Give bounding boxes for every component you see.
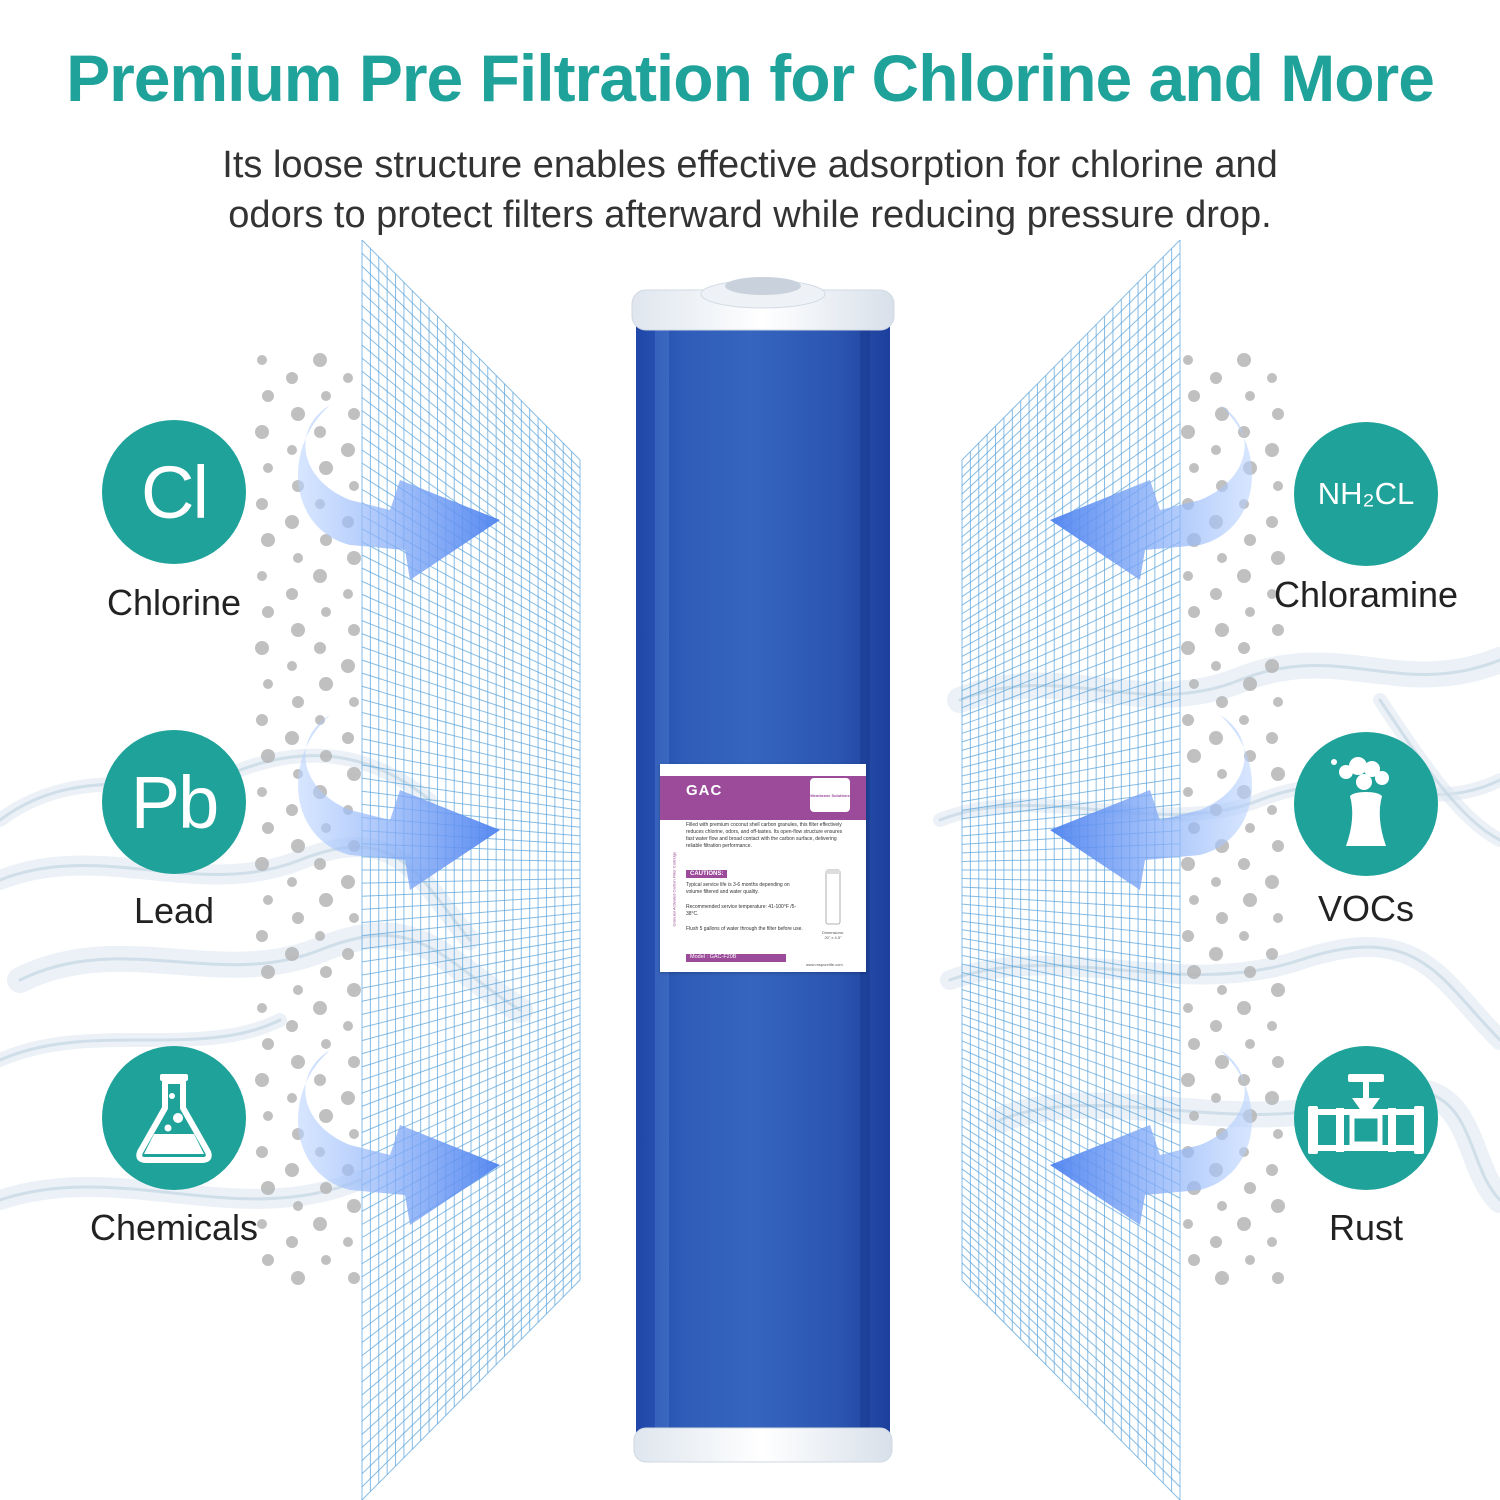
label-website: www.mspurelife.com <box>806 962 843 967</box>
subheadline-line-2: odors to protect filters afterward while… <box>228 194 1272 236</box>
label-dimensions-title: Dimensions: <box>821 930 844 935</box>
flow-arrows <box>297 405 1253 1225</box>
factory-smoke-icon <box>1328 756 1404 852</box>
badge-vocs <box>1294 732 1438 876</box>
label-caution-1: Typical service life is 3-6 months depen… <box>686 882 790 895</box>
badge-lead: Pb <box>102 730 246 874</box>
badge-chemicals-label: Chemicals <box>89 1207 259 1248</box>
filter-mesh-right <box>961 239 1181 1500</box>
label-caution-3: Flush 5 gallons of water through the fil… <box>686 926 803 932</box>
label-dimensions: Dimensions: 20" x 4.5" <box>816 930 850 940</box>
badge-chlorine: Cl <box>102 420 246 564</box>
cartridge-bottom-cap <box>633 1427 893 1463</box>
brand-logo-text: Membrane Solutions <box>810 793 850 798</box>
badge-chemicals <box>102 1046 246 1190</box>
label-dimensions-value: 20" x 4.5" <box>824 935 842 940</box>
filter-mesh-left <box>361 239 581 1500</box>
particle-dots-left <box>255 353 361 1285</box>
label-description: Filled with premium coconut shell carbon… <box>686 822 843 849</box>
cartridge-thumbnail-icon <box>825 869 841 925</box>
badge-lead-symbol: Pb <box>130 760 220 844</box>
subheadline-line-1: Its loose structure enables effective ad… <box>222 144 1278 186</box>
pipe-valve-icon <box>1306 1072 1426 1164</box>
label-model-bar <box>686 954 786 962</box>
badge-vocs-label: VOCs <box>1317 888 1414 929</box>
badge-rust <box>1294 1046 1438 1190</box>
label-caution-title: CAUTIONS: <box>686 870 728 878</box>
cartridge-product-label: GAC Membrane Solutions Granular Activate… <box>660 764 866 972</box>
label-model: Model : GAC-F20B <box>690 954 737 960</box>
badge-lead-label: Lead <box>133 890 215 931</box>
flask-icon <box>132 1072 216 1164</box>
badge-chloramine: NH₂CL <box>1294 422 1438 566</box>
badge-rust-label: Rust <box>1328 1207 1404 1248</box>
subheadline: Its loose structure enables effective ad… <box>150 140 1350 240</box>
headline: Premium Pre Filtration for Chlorine and … <box>66 41 1435 115</box>
label-caution-2: Recommended service temperature: 41-100°… <box>686 904 797 917</box>
label-title: GAC <box>686 782 723 799</box>
brand-logo <box>810 778 850 812</box>
badge-chlorine-label: Chlorine <box>106 582 242 623</box>
badge-chlorine-symbol: Cl <box>141 450 209 534</box>
badge-chloramine-symbol: NH₂CL <box>1317 476 1415 511</box>
badge-chloramine-label: Chloramine <box>1273 574 1459 615</box>
label-side-text: Granular Activated Carbon Filter Cartrid… <box>671 851 677 927</box>
